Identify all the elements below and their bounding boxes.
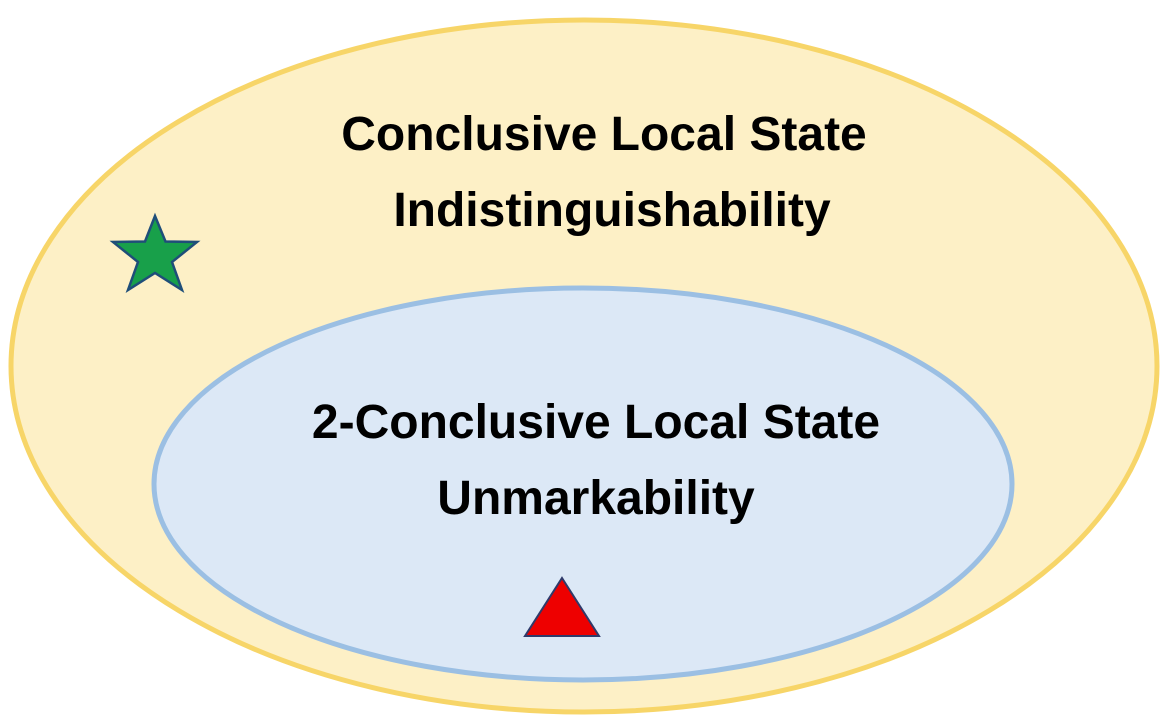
outer-set-label-line1: Conclusive Local State: [341, 108, 867, 161]
triangle-icon: [523, 576, 601, 637]
star-icon: [109, 212, 201, 293]
inner-set-label-line1: 2-Conclusive Local State: [312, 396, 880, 449]
inner-set-ellipse: [151, 285, 1015, 683]
outer-set-label-line2: Indistinguishability: [393, 184, 831, 237]
inner-set-label-line2: Unmarkability: [437, 472, 755, 525]
